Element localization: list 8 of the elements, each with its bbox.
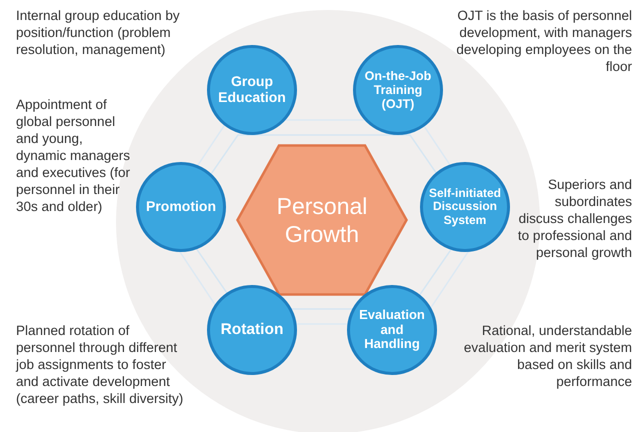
description-text: Planned rotation of personnel through different job assignments to foster and activate development (career paths, skill diversity) [16, 322, 184, 407]
description-text: Superiors and subordinates discuss challenges to professional and personal growth [516, 176, 632, 261]
description-text: OJT is the basis of personnel development, with managers developing employees on the floor [455, 7, 632, 75]
description-text: Appointment of global personnel and young, dynamic managers and executives (for personnel in their 30s and older) [16, 96, 132, 215]
description-text: Rational, understandable evaluation and merit system based on skills and performance [462, 322, 632, 390]
description-text: Internal group education by position/function (problem resolution, management) [16, 7, 181, 58]
hexagon-label: Personal Growth [276, 192, 368, 248]
hexagon-node [236, 144, 408, 296]
